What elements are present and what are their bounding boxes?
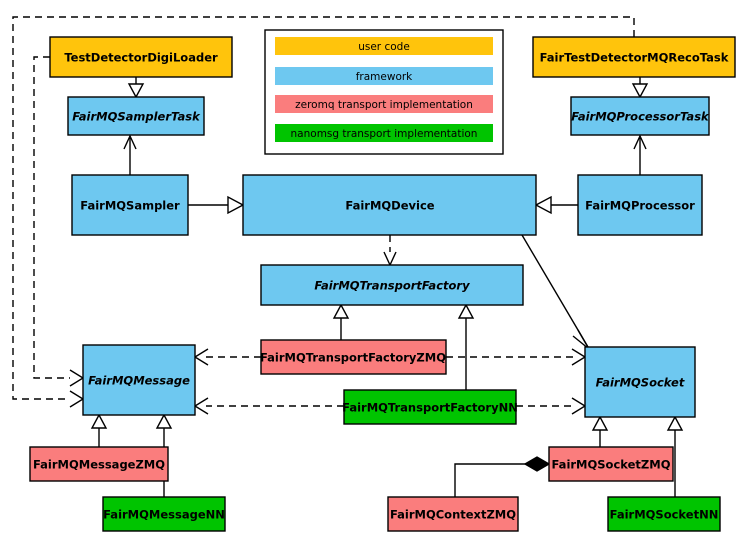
node-label: FairMQSocketZMQ [552, 458, 671, 472]
node-layer: TestDetectorDigiLoader FairTestDetectorM… [29, 36, 736, 532]
node-fairmqsocketzmq[interactable]: FairMQSocketZMQ [548, 446, 674, 482]
node-fairmqprocessor[interactable]: FairMQProcessor [577, 174, 703, 236]
legend-swatch-user-code [275, 37, 493, 55]
node-label: FairMQTransportFactoryZMQ [260, 351, 446, 365]
node-label: FairMQSocketNN [610, 508, 719, 522]
edge-tfnn-socket [516, 397, 587, 415]
edge-socketzmq-socket [591, 415, 609, 447]
legend-label: user code [358, 41, 410, 53]
legend-label: zeromq transport implementation [295, 99, 473, 111]
node-fairmqprocessortask[interactable]: FairMQProcessorTask [570, 96, 710, 136]
legend-label: framework [356, 71, 413, 83]
edge-tfnn-message [193, 397, 344, 415]
edge-device-transportfactory [383, 235, 397, 267]
node-label: FairMQMessageZMQ [33, 458, 165, 472]
node-label: FairMQSampler [80, 199, 180, 213]
node-fairtestdetectormqrecotask[interactable]: FairTestDetectorMQRecoTask [532, 36, 736, 78]
legend-item-framework: framework [275, 67, 493, 85]
edge-sampler-samplertask [123, 134, 137, 175]
node-label: FairMQContextZMQ [390, 508, 516, 522]
node-fairmqmessagenn[interactable]: FairMQMessageNN [102, 496, 226, 532]
edge-socketzmq-contextzmq [454, 456, 551, 497]
node-testdetectordigiloader[interactable]: TestDetectorDigiLoader [49, 36, 233, 78]
edge-messagezmq-message [90, 413, 108, 447]
node-fairmqmessagezmq[interactable]: FairMQMessageZMQ [29, 446, 169, 482]
legend-label: nanomsg transport implementation [291, 128, 478, 140]
edge-recotask-processortask [631, 77, 649, 99]
edge-device-socket [521, 234, 590, 350]
node-label: FairMQTransportFactoryNN [342, 401, 518, 415]
node-label: FairTestDetectorMQRecoTask [540, 51, 729, 65]
node-fairmqcontextzmq[interactable]: FairMQContextZMQ [387, 496, 519, 532]
node-label: TestDetectorDigiLoader [64, 51, 218, 65]
legend-item-user-code: user code [275, 37, 493, 55]
edge-tfnn-transportfactory [457, 303, 475, 390]
edge-tfzmq-transportfactory [332, 303, 350, 340]
node-label: FairMQTransportFactory [314, 279, 470, 293]
edge-processor-device [534, 195, 578, 215]
node-label: FairMQDevice [345, 199, 434, 213]
edge-digiloader-samplertask [127, 77, 145, 99]
node-fairmqtransportfactory[interactable]: FairMQTransportFactory [260, 264, 524, 306]
node-fairmqsamplertask[interactable]: FairMQSamplerTask [67, 96, 205, 136]
node-label: FairMQMessageNN [103, 508, 225, 522]
legend-swatch-nanomsg [275, 124, 493, 142]
node-fairmqsocketnn[interactable]: FairMQSocketNN [607, 496, 721, 532]
node-label: FairMQSamplerTask [72, 110, 201, 124]
edge-processor-processortask [633, 134, 647, 175]
legend-swatch-zeromq [275, 95, 493, 113]
edge-socketnn-socket [666, 415, 684, 497]
legend: user code framework zeromq transport imp… [264, 29, 504, 155]
node-fairmqdevice[interactable]: FairMQDevice [242, 174, 537, 236]
edge-sampler-device [188, 195, 245, 215]
legend-item-nanomsg: nanomsg transport implementation [275, 124, 493, 142]
node-label: FairMQSocket [596, 376, 685, 390]
node-label: FairMQProcessorTask [571, 110, 710, 124]
node-fairmqmessage[interactable]: FairMQMessage [82, 344, 196, 416]
edge-tfzmq-message [193, 348, 261, 366]
node-fairmqtransportfactorynn[interactable]: FairMQTransportFactoryNN [342, 389, 518, 425]
node-fairmqsocket[interactable]: FairMQSocket [584, 346, 696, 418]
edge-tfzmq-socket [446, 348, 587, 366]
node-fairmqsampler[interactable]: FairMQSampler [71, 174, 189, 236]
node-label: FairMQMessage [88, 374, 190, 388]
node-fairmqtransportfactoryzmq[interactable]: FairMQTransportFactoryZMQ [260, 339, 447, 375]
node-label: FairMQProcessor [585, 199, 695, 213]
legend-swatch-framework [275, 67, 493, 85]
legend-item-zeromq: zeromq transport implementation [275, 95, 493, 113]
